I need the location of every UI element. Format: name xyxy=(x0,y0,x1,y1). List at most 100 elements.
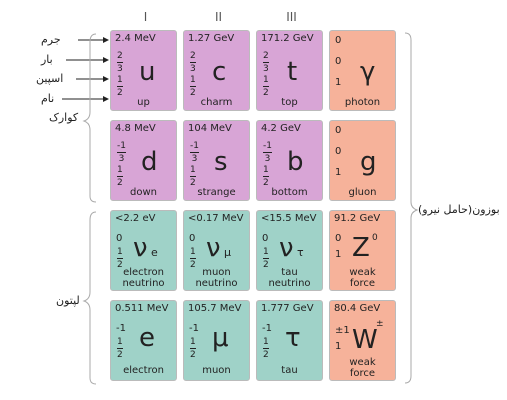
lepton-bracket xyxy=(82,211,97,385)
particle-superscript: ± xyxy=(376,319,384,329)
particle-spin: 1 xyxy=(335,249,342,260)
spin-label: اسپین xyxy=(36,72,64,85)
particle-symbol: γ xyxy=(360,57,376,87)
particle-cell-gluon: 0 0 1 g gluon xyxy=(329,120,396,201)
particle-symbol: e xyxy=(139,323,155,353)
mass-label: جرم xyxy=(41,33,61,46)
particle-symbol: g xyxy=(360,147,377,177)
particle-name-line1: weak xyxy=(349,267,376,278)
particle-mass: 171.2 GeV xyxy=(261,33,314,44)
particle-name-line2: neutrino xyxy=(195,278,238,289)
generation-1-header: I xyxy=(143,10,148,24)
particle-charge: 0 xyxy=(335,233,342,244)
particle-name: photon xyxy=(344,97,381,108)
bosons-label: بوزون(حامل نیرو) xyxy=(418,203,500,216)
particle-name: tau xyxy=(281,365,298,376)
quarks-label: کوارک xyxy=(49,111,79,124)
particle-charge: 0 xyxy=(116,233,123,244)
particle-subscript: e xyxy=(151,246,158,259)
particle-symbol: ν xyxy=(133,233,148,263)
particle-symbol: μ xyxy=(212,323,229,353)
particle-symbol: s xyxy=(214,147,228,177)
particle-mass: <15.5 MeV xyxy=(261,213,317,224)
particle-mass: 2.4 MeV xyxy=(115,33,156,44)
particle-name: bottom xyxy=(271,187,308,198)
particle-charge: -1 xyxy=(116,323,126,334)
particle-symbol: t xyxy=(287,57,298,87)
particle-name: down xyxy=(130,187,157,198)
particle-symbol: d xyxy=(141,147,158,177)
particle-name-line2: neutrino xyxy=(268,278,311,289)
particle-symbol: c xyxy=(212,57,227,87)
particle-mass: 91.2 GeV xyxy=(334,213,381,224)
particle-symbol: Z xyxy=(352,233,370,263)
boson-bracket xyxy=(404,32,419,384)
particle-charge: 0 xyxy=(335,146,342,157)
particle-mass: <0.17 MeV xyxy=(188,213,244,224)
particle-cell-w-boson: 80.4 GeV ±1 1 W ± weak force xyxy=(329,300,396,381)
particle-mass: 1.777 GeV xyxy=(261,303,314,314)
particle-name-line1: muon xyxy=(202,267,231,278)
particle-spin: 1 xyxy=(335,77,342,88)
particle-subscript: τ xyxy=(297,246,304,259)
particle-symbol: b xyxy=(287,147,304,177)
particle-name: electron xyxy=(123,365,164,376)
particle-mass: 4.8 MeV xyxy=(115,123,156,134)
particle-name-line2: force xyxy=(349,278,376,289)
particle-cell-z-boson: 91.2 GeV 0 1 Z 0 weak force xyxy=(329,210,396,291)
particle-subscript: μ xyxy=(224,246,231,259)
particle-name-line2: force xyxy=(349,368,376,379)
particle-spin: 1 xyxy=(335,167,342,178)
particle-symbol: τ xyxy=(285,323,301,353)
particle-mass: 4.2 GeV xyxy=(261,123,301,134)
particle-charge: ±1 xyxy=(335,325,350,336)
particle-symbol: W xyxy=(352,325,378,355)
particle-name-line1: tau xyxy=(281,267,298,278)
particle-mass: 105.7 MeV xyxy=(188,303,242,314)
particle-mass: 104 MeV xyxy=(188,123,232,134)
particle-mass: 80.4 GeV xyxy=(334,303,381,314)
particle-charge: 0 xyxy=(335,56,342,67)
particle-symbol: ν xyxy=(279,233,294,263)
particle-mass: 0 xyxy=(335,125,342,136)
particle-mass: 1.27 GeV xyxy=(188,33,235,44)
particle-charge: 0 xyxy=(189,233,196,244)
particle-charge: -1 xyxy=(189,323,199,334)
particle-spin: 1 xyxy=(335,341,342,352)
generation-3-header: III xyxy=(286,10,297,24)
particle-name: muon xyxy=(202,365,231,376)
particle-superscript: 0 xyxy=(372,233,378,243)
particle-name: charm xyxy=(200,97,233,108)
particle-name: gluon xyxy=(348,187,377,198)
particle-name-line2: neutrino xyxy=(122,278,165,289)
particle-charge: 0 xyxy=(262,233,269,244)
particle-mass: <2.2 eV xyxy=(115,213,156,224)
leptons-label: لپتون xyxy=(56,294,80,307)
particle-name-line1: electron xyxy=(123,267,164,278)
particle-mass: 0.511 MeV xyxy=(115,303,169,314)
particle-charge: -1 xyxy=(262,323,272,334)
